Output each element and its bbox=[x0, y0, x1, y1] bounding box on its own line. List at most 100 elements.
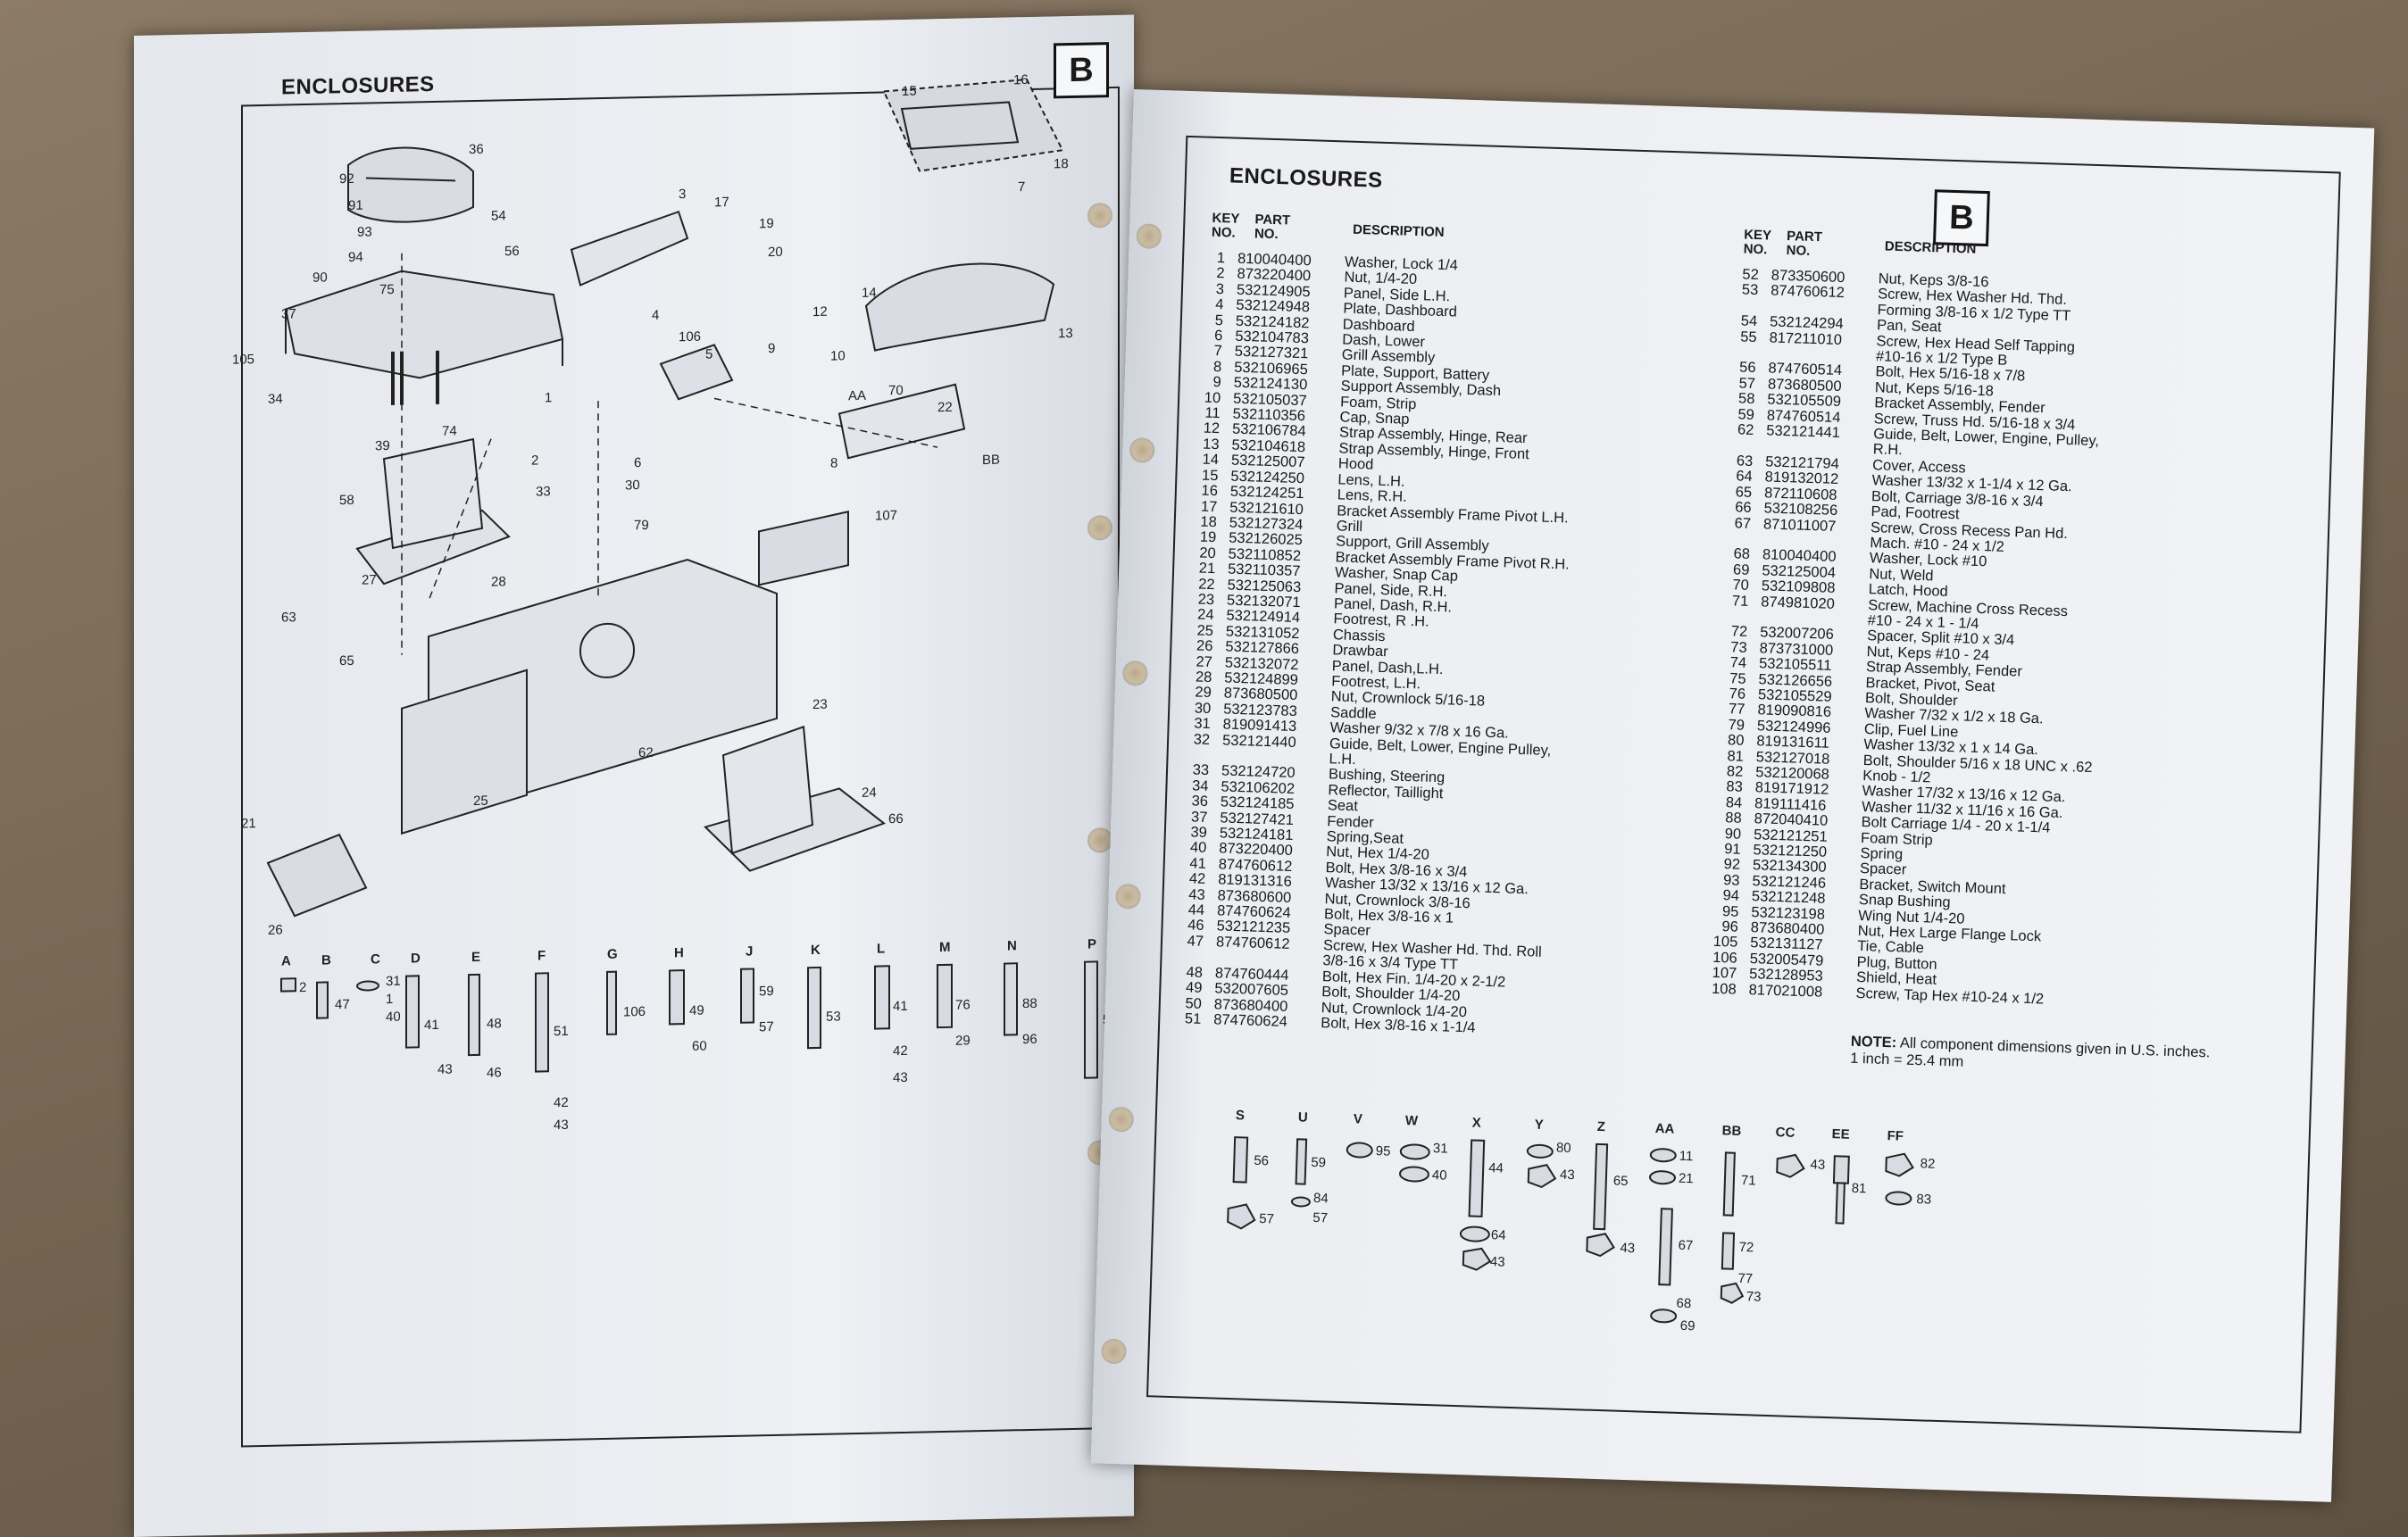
svg-text:2: 2 bbox=[299, 980, 306, 995]
svg-text:43: 43 bbox=[437, 1062, 453, 1077]
svg-text:73: 73 bbox=[1746, 1289, 1762, 1305]
svg-text:42: 42 bbox=[893, 1043, 908, 1059]
svg-text:105: 105 bbox=[232, 352, 254, 368]
svg-text:EE: EE bbox=[1831, 1126, 1850, 1142]
svg-text:83: 83 bbox=[1916, 1192, 1931, 1208]
svg-text:21: 21 bbox=[1679, 1171, 1694, 1187]
svg-text:30: 30 bbox=[625, 478, 640, 493]
svg-text:AA: AA bbox=[1654, 1121, 1674, 1137]
svg-text:H: H bbox=[674, 945, 684, 960]
svg-text:W: W bbox=[1405, 1113, 1420, 1128]
svg-text:CC: CC bbox=[1775, 1125, 1795, 1141]
svg-text:66: 66 bbox=[888, 811, 904, 827]
svg-text:19: 19 bbox=[759, 216, 774, 231]
svg-text:84: 84 bbox=[1313, 1191, 1329, 1207]
svg-text:E: E bbox=[471, 950, 480, 965]
svg-text:77: 77 bbox=[1737, 1271, 1753, 1287]
svg-text:AA: AA bbox=[848, 388, 866, 403]
svg-text:59: 59 bbox=[1311, 1155, 1326, 1171]
svg-text:62: 62 bbox=[638, 745, 654, 760]
svg-text:41: 41 bbox=[893, 999, 908, 1014]
svg-text:60: 60 bbox=[692, 1039, 707, 1054]
svg-text:80: 80 bbox=[1556, 1140, 1571, 1156]
svg-text:FF: FF bbox=[1887, 1128, 1904, 1144]
svg-text:43: 43 bbox=[554, 1117, 569, 1133]
svg-text:BB: BB bbox=[1721, 1123, 1741, 1139]
svg-text:U: U bbox=[1298, 1109, 1308, 1125]
svg-text:D: D bbox=[411, 951, 421, 966]
svg-text:79: 79 bbox=[634, 518, 649, 533]
svg-text:6: 6 bbox=[634, 455, 641, 470]
svg-text:20: 20 bbox=[768, 245, 783, 260]
svg-text:22: 22 bbox=[937, 400, 953, 415]
svg-text:23: 23 bbox=[812, 697, 828, 712]
svg-text:43: 43 bbox=[1490, 1254, 1505, 1270]
svg-text:V: V bbox=[1354, 1111, 1363, 1126]
svg-text:N: N bbox=[1007, 938, 1017, 953]
svg-text:59: 59 bbox=[759, 984, 774, 999]
svg-text:96: 96 bbox=[1022, 1032, 1037, 1047]
svg-text:39: 39 bbox=[375, 438, 390, 453]
svg-text:18: 18 bbox=[1054, 156, 1069, 171]
seat-part bbox=[347, 146, 474, 223]
drawbar-part bbox=[266, 833, 368, 918]
svg-text:56: 56 bbox=[504, 244, 520, 259]
svg-text:34: 34 bbox=[268, 392, 283, 407]
svg-text:12: 12 bbox=[812, 304, 828, 320]
svg-text:G: G bbox=[607, 947, 618, 962]
svg-text:57: 57 bbox=[1312, 1210, 1328, 1226]
svg-text:68: 68 bbox=[1676, 1296, 1691, 1312]
svg-text:72: 72 bbox=[1738, 1240, 1754, 1256]
svg-text:57: 57 bbox=[759, 1019, 774, 1034]
svg-text:53: 53 bbox=[826, 1009, 841, 1024]
svg-text:76: 76 bbox=[955, 997, 971, 1012]
svg-text:1: 1 bbox=[545, 390, 552, 405]
svg-text:43: 43 bbox=[1560, 1167, 1575, 1184]
svg-text:25: 25 bbox=[473, 793, 488, 809]
svg-text:51: 51 bbox=[554, 1024, 569, 1039]
svg-text:43: 43 bbox=[1810, 1157, 1825, 1173]
svg-text:106: 106 bbox=[679, 329, 701, 345]
svg-text:90: 90 bbox=[312, 270, 328, 285]
svg-text:64: 64 bbox=[1491, 1227, 1506, 1243]
svg-text:65: 65 bbox=[1613, 1173, 1629, 1189]
dashboard-part bbox=[659, 344, 734, 401]
svg-text:63: 63 bbox=[281, 610, 296, 625]
svg-text:9: 9 bbox=[768, 341, 775, 356]
svg-text:40: 40 bbox=[386, 1009, 401, 1025]
heat-shield-part bbox=[758, 511, 849, 586]
svg-text:29: 29 bbox=[955, 1033, 971, 1048]
svg-text:58: 58 bbox=[339, 493, 354, 508]
svg-text:Y: Y bbox=[1535, 1117, 1545, 1133]
svg-text:1: 1 bbox=[386, 992, 393, 1007]
left-page: ENCLOSURES B bbox=[134, 14, 1134, 1537]
svg-text:74: 74 bbox=[442, 423, 457, 438]
svg-text:92: 92 bbox=[339, 171, 354, 187]
side-panel-lh-part bbox=[570, 210, 689, 287]
svg-text:57: 57 bbox=[1259, 1211, 1274, 1227]
svg-text:43: 43 bbox=[893, 1070, 908, 1085]
svg-text:81: 81 bbox=[1851, 1181, 1866, 1197]
svg-text:B: B bbox=[321, 952, 331, 968]
svg-text:48: 48 bbox=[487, 1016, 502, 1031]
svg-text:F: F bbox=[537, 948, 546, 963]
svg-text:91: 91 bbox=[348, 198, 363, 213]
svg-text:11: 11 bbox=[1679, 1149, 1693, 1164]
svg-text:107: 107 bbox=[875, 508, 897, 524]
svg-text:13: 13 bbox=[1058, 326, 1073, 341]
svg-text:37: 37 bbox=[281, 306, 296, 321]
svg-text:10: 10 bbox=[830, 348, 846, 363]
svg-text:56: 56 bbox=[1254, 1153, 1269, 1169]
svg-text:71: 71 bbox=[1741, 1173, 1756, 1189]
svg-text:26: 26 bbox=[268, 923, 283, 938]
svg-text:J: J bbox=[746, 943, 753, 959]
svg-text:BB: BB bbox=[982, 453, 1000, 468]
svg-text:31: 31 bbox=[386, 974, 401, 989]
svg-text:67: 67 bbox=[1678, 1238, 1693, 1254]
svg-text:C: C bbox=[371, 951, 380, 967]
side-panel-rh-part bbox=[837, 383, 966, 460]
svg-text:82: 82 bbox=[1920, 1156, 1935, 1172]
